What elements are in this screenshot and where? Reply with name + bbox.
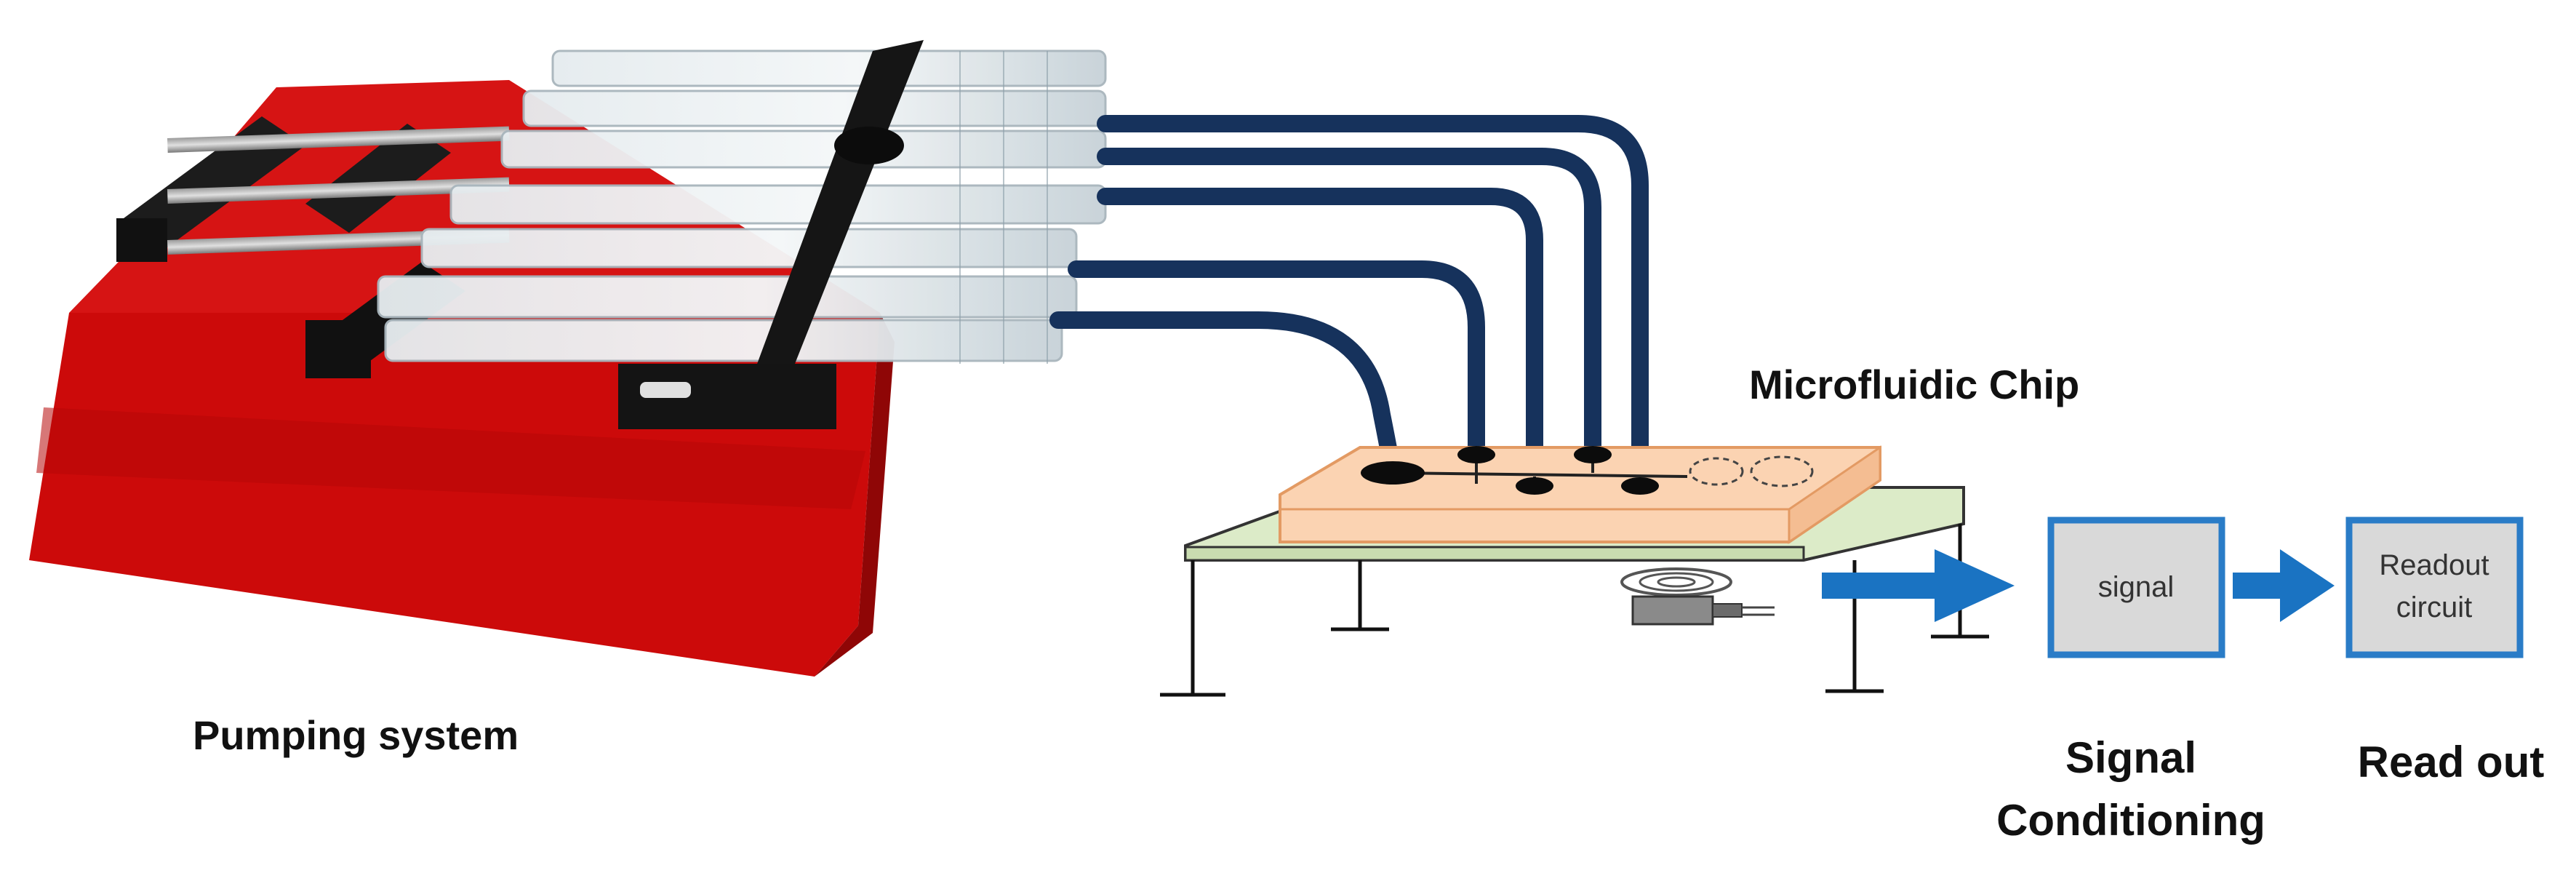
chip-side (1788, 445, 1881, 544)
pump-body-shading (36, 407, 865, 509)
pump-body-side (815, 313, 895, 677)
label-read-out: Read out (2358, 738, 2545, 786)
syringe-pump (29, 40, 1107, 677)
readout-box-text-line1: Readout (2379, 549, 2489, 581)
ground-icon (1160, 627, 1989, 697)
sensor-coil-icon (1620, 567, 1775, 626)
chip-inlets (1361, 446, 1659, 495)
label-microfluidic-chip: Microfluidic Chip (1749, 362, 2079, 407)
label-signal-conditioning-1: Signal (2065, 733, 2196, 782)
flow-arrow-to-signal (1822, 549, 2015, 622)
readout-box-text-line2: circuit (2396, 591, 2472, 623)
chip-chambers (1689, 455, 1814, 487)
flow-arrow-to-readout (2233, 549, 2335, 622)
label-pumping-system: Pumping system (193, 712, 519, 758)
syringe-icon (377, 49, 1107, 364)
label-signal-conditioning-2: Conditioning (1996, 796, 2265, 845)
tubing (1049, 115, 1649, 496)
signal-box-text: signal (2098, 571, 2175, 603)
microfluidic-chip (1279, 445, 1881, 544)
readout-box: Readout circuit (2345, 517, 2524, 658)
signal-box: signal (2047, 517, 2225, 658)
syringe-holder (618, 40, 924, 429)
